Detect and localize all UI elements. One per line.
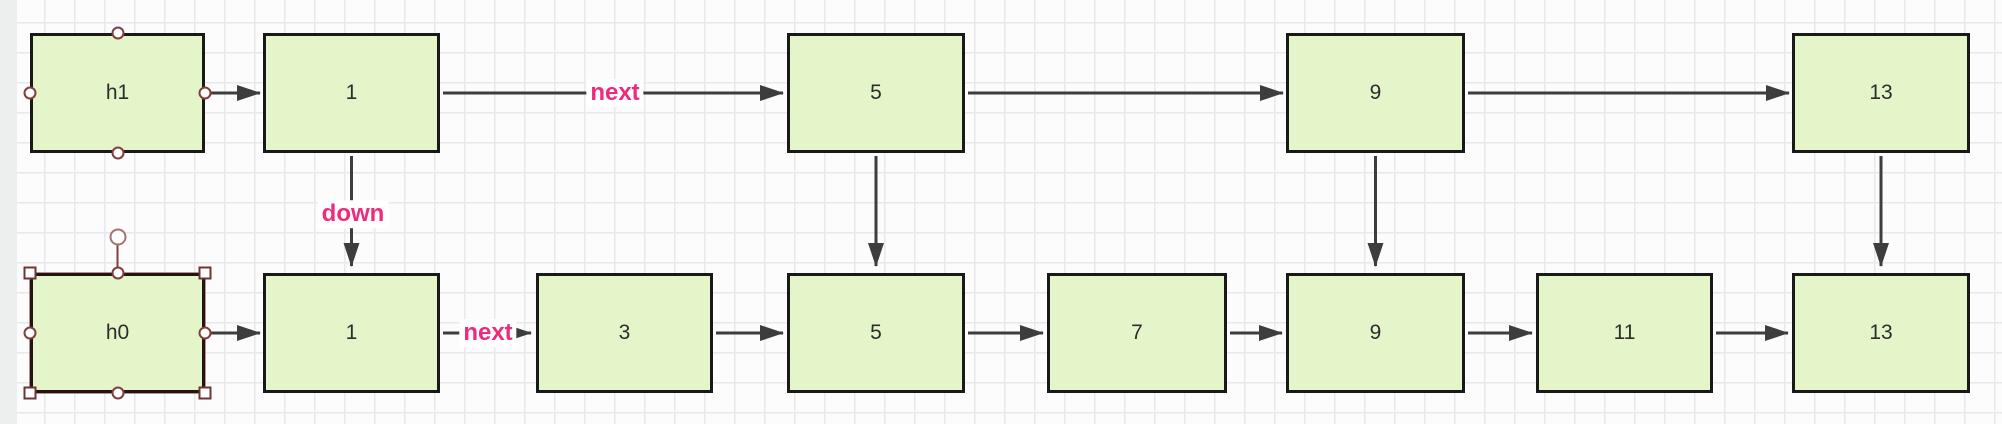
node-label: 1 [345,81,358,104]
node-bottom-9[interactable]: 9 [1286,273,1465,393]
resize-handle-h0-top-right[interactable] [198,266,212,280]
node-bottom-3[interactable]: 3 [536,273,713,393]
node-bottom-7[interactable]: 7 [1047,273,1227,393]
node-top-1[interactable]: 1 [263,33,440,153]
connection-point-h0-top[interactable] [111,266,124,280]
connection-point-h0-bottom[interactable] [111,386,124,400]
resize-handle-h0-bottom-left[interactable] [23,386,37,400]
node-label: 3 [618,321,631,344]
connection-point-h1-left[interactable] [23,86,37,100]
node-bottom-11[interactable]: 11 [1536,273,1713,393]
resize-handle-h0-bottom-right[interactable] [198,386,212,400]
node-label: 7 [1131,321,1143,344]
node-bottom-13[interactable]: 13 [1792,273,1970,393]
node-label: 9 [1369,81,1382,104]
node-label: 5 [870,321,882,344]
node-h1[interactable]: h1 [30,33,205,153]
edge-label-next-bottom[interactable]: next [459,319,517,347]
node-label: 5 [870,81,882,104]
node-bottom-1[interactable]: 1 [263,273,440,393]
rotate-handle[interactable] [109,228,126,246]
connection-point-h1-bottom[interactable] [111,146,124,160]
node-label: 1 [345,321,358,344]
node-top-5[interactable]: 5 [787,33,965,153]
node-label: 13 [1869,81,1893,104]
node-h0[interactable]: h0 [30,273,205,393]
node-top-13[interactable]: 13 [1792,33,1970,153]
node-bottom-5[interactable]: 5 [787,273,965,393]
node-label: h0 [105,321,130,344]
node-top-9[interactable]: 9 [1286,33,1465,153]
resize-handle-h0-top-left[interactable] [23,266,37,280]
node-label: 9 [1369,321,1382,344]
connection-point-h1-top[interactable] [111,26,124,40]
node-label: 11 [1613,321,1636,344]
connection-point-h0-right[interactable] [198,326,212,340]
canvas-left-edge [0,0,17,424]
connection-point-h1-right[interactable] [198,86,212,100]
edge-label-down[interactable]: down [317,200,389,228]
edge-label-next-top[interactable]: next [586,79,644,107]
connection-point-h0-left[interactable] [23,326,37,340]
node-label: h1 [105,81,130,104]
node-label: 13 [1869,321,1893,344]
